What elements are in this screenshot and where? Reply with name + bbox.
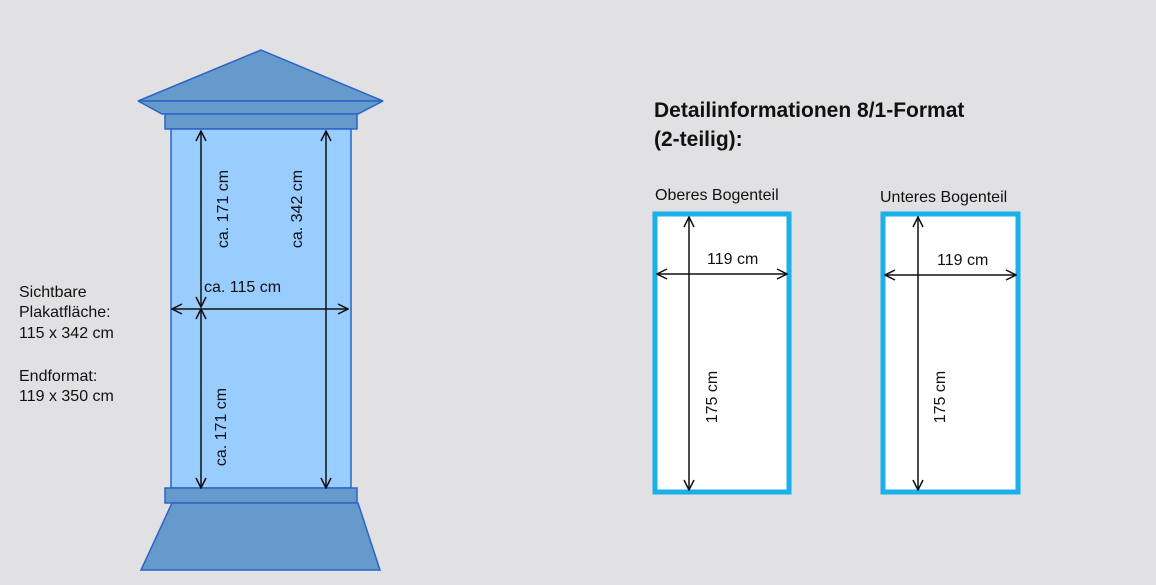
- advertising-column: ca. 171 cm ca. 342 cm ca. 115 cm ca. 171…: [137, 49, 384, 571]
- lower-sheet-title: Unteres Bogenteil: [880, 189, 1007, 206]
- lower-sheet-height-label: 175 cm: [932, 371, 949, 423]
- format-info: Sichtbare Plakatfläche: 115 x 342 cm End…: [19, 284, 114, 405]
- column-roof-eave: [137, 100, 384, 115]
- final-format-value: 119 x 350 cm: [19, 388, 114, 405]
- final-format-label: Endformat:: [19, 368, 97, 385]
- detail-title-line2: (2-teilig):: [654, 128, 743, 151]
- detail-info: Detailinformationen 8/1-Format (2-teilig…: [652, 99, 1021, 495]
- column-bottom-ledge: [164, 487, 358, 504]
- dim-label-width: ca. 115 cm: [204, 279, 281, 296]
- upper-sheet: Oberes Bogenteil 119 cm 175 cm: [652, 187, 792, 495]
- column-roof: [137, 49, 384, 102]
- visible-area-line2: Plakatfläche:: [19, 304, 111, 321]
- column-base: [139, 502, 382, 571]
- visible-area-value: 115 x 342 cm: [19, 325, 114, 342]
- upper-sheet-height-label: 175 cm: [704, 371, 721, 423]
- dim-label-upper-half: ca. 171 cm: [215, 170, 232, 248]
- dim-label-lower-half: ca. 171 cm: [213, 388, 230, 466]
- upper-sheet-title: Oberes Bogenteil: [655, 187, 779, 204]
- lower-sheet-frame: [880, 211, 1021, 495]
- dim-label-total-height: ca. 342 cm: [289, 170, 306, 248]
- lower-sheet: Unteres Bogenteil 119 cm 175 cm: [880, 189, 1021, 495]
- lower-sheet-width-label: 119 cm: [937, 252, 988, 269]
- detail-title-line1: Detailinformationen 8/1-Format: [654, 99, 964, 122]
- upper-sheet-frame: [652, 211, 792, 495]
- upper-sheet-width-label: 119 cm: [707, 251, 758, 268]
- visible-area-line1: Sichtbare: [19, 284, 87, 301]
- column-top-ledge: [164, 113, 358, 130]
